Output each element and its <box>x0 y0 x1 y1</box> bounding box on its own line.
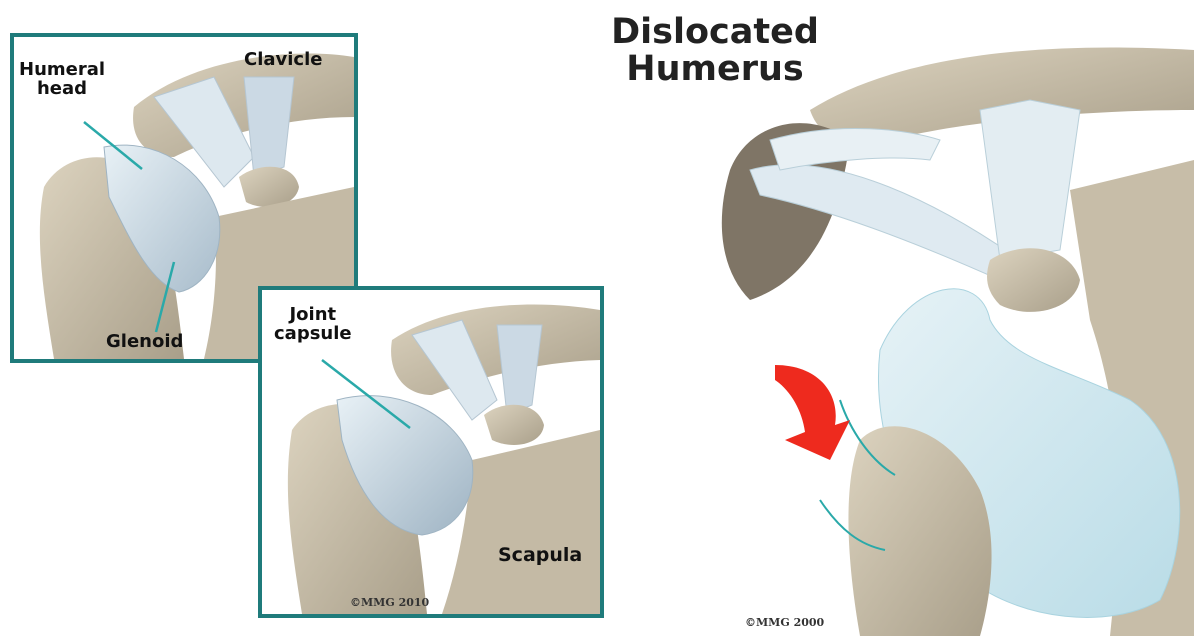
coracoid-process <box>987 248 1080 312</box>
humeral-head-label-line-2: head <box>19 80 105 99</box>
inset-panel-joint-capsule: Joint capsule Scapula ©MMG 2010 <box>258 286 604 618</box>
humeral-head-label: Humeral head <box>19 61 105 99</box>
scapula-label: Scapula <box>498 546 582 566</box>
clavicle-label: Clavicle <box>244 51 322 70</box>
curved-arrow-icon <box>775 365 850 460</box>
glenoid-label: Glenoid <box>106 333 183 352</box>
main-copyright: ©MMG 2000 <box>745 616 824 629</box>
coracoid-process <box>484 405 544 445</box>
joint-capsule-label-line-2: capsule <box>274 325 352 344</box>
main-dislocated-shoulder-illustration <box>690 20 1194 636</box>
joint-capsule-label: Joint capsule <box>274 306 352 344</box>
coracoacromial-ligament <box>770 128 940 170</box>
conoid-ligament <box>980 100 1080 260</box>
panel2-copyright: ©MMG 2010 <box>350 596 429 609</box>
